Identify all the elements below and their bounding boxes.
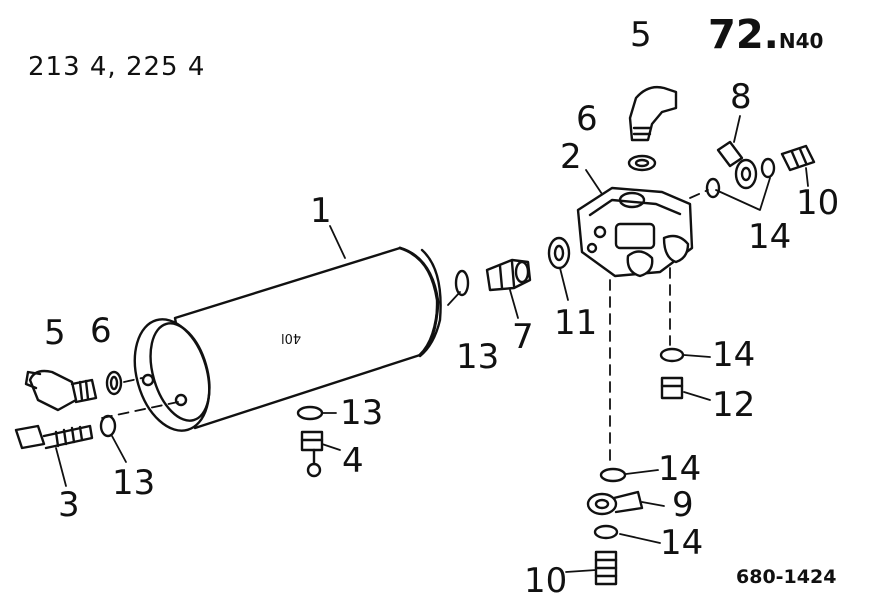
seal-ring-tank-outlet (454, 269, 470, 297)
callout-13-drain: 13 (340, 393, 384, 433)
figure-number: 680-1424 (736, 566, 837, 588)
banjo-bolt-top (780, 144, 816, 172)
callout-12: 12 (712, 385, 756, 425)
seal-ring-plug (659, 347, 685, 363)
seal-ring-lower-a (599, 467, 627, 483)
banjo-fitting-top (716, 140, 758, 190)
tank-capacity-marking: 40l (281, 330, 302, 345)
page-number-main: 72. (708, 12, 779, 58)
lock-nut (547, 236, 571, 270)
drain-valve (300, 430, 324, 478)
callout-13-left: 13 (112, 463, 156, 503)
callout-13-mid: 13 (456, 337, 500, 377)
callout-7: 7 (512, 317, 534, 357)
seal-ring-lower-b (593, 524, 619, 540)
callout-14-mid: 14 (712, 335, 756, 375)
leader-lines (55, 115, 809, 573)
callout-14-lower: 14 (658, 449, 702, 489)
assembly-axes (101, 189, 709, 466)
banjo-fitting-lower (586, 490, 644, 516)
callout-1: 1 (310, 191, 332, 231)
valve-body (576, 186, 694, 278)
callout-14-top: 14 (748, 217, 792, 257)
banjo-bolt-left (14, 424, 94, 450)
callout-4: 4 (342, 441, 364, 481)
callout-6-left: 6 (90, 311, 112, 351)
elbow-fitting-left (24, 369, 98, 412)
seal-ring-banjo-a (705, 177, 721, 199)
drain-washer (296, 405, 324, 421)
callout-10-top: 10 (796, 183, 840, 223)
callout-2: 2 (560, 137, 582, 177)
banjo-bolt-lower (594, 550, 618, 586)
model-numbers: 213 4, 225 4 (28, 52, 206, 82)
callout-5-left: 5 (44, 313, 66, 353)
page-number: 72.N40 (708, 12, 823, 58)
seal-ring-top (627, 154, 657, 172)
seal-ring-banjo-b (760, 157, 776, 179)
seal-ring-left (105, 370, 123, 396)
seal-ring-bolt (99, 414, 117, 438)
callout-8: 8 (730, 77, 752, 117)
elbow-fitting-top (628, 85, 678, 142)
callout-9: 9 (672, 485, 694, 525)
callout-5-top: 5 (630, 15, 652, 55)
callout-11: 11 (554, 303, 598, 343)
page-number-suffix: N40 (778, 29, 824, 53)
air-tank (133, 246, 442, 432)
callout-3: 3 (58, 485, 80, 525)
connector-nipple (485, 258, 532, 292)
callout-10-bottom: 10 (524, 561, 568, 601)
callout-6-top: 6 (576, 99, 598, 139)
screw-plug (660, 376, 684, 400)
callout-14-bottom: 14 (660, 523, 704, 563)
